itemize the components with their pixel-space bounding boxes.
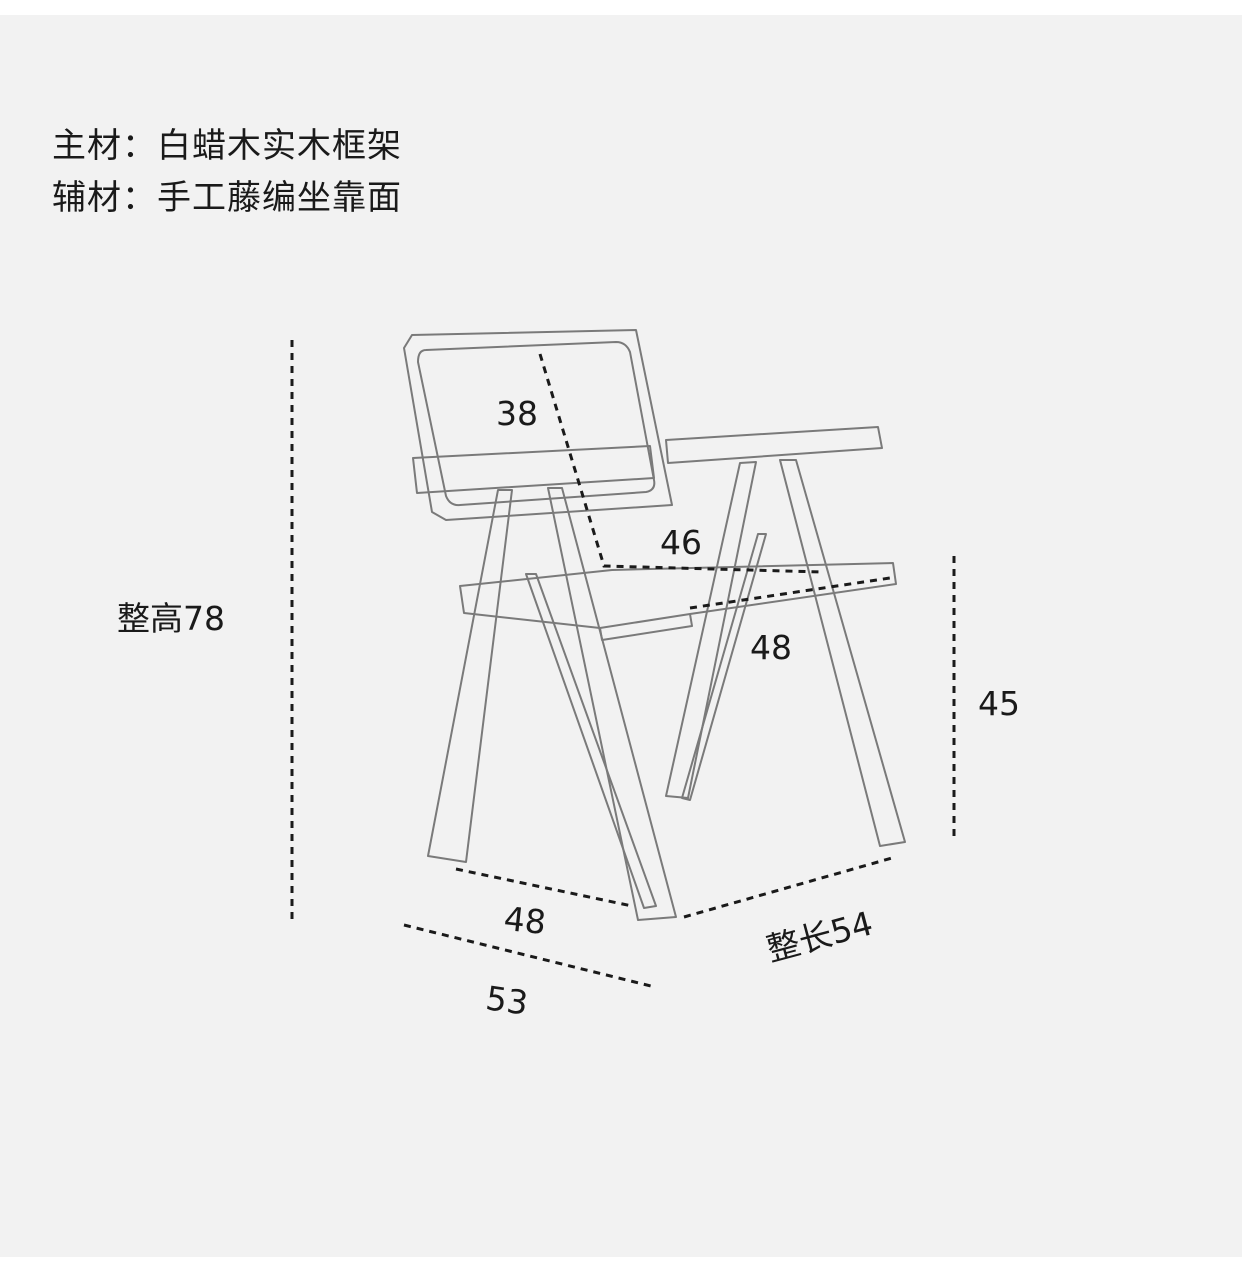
leg-inner-left — [525, 573, 657, 909]
total-length-line — [683, 856, 893, 919]
overall-depth-label: 53 — [483, 978, 530, 1022]
aux-material-text: 辅材：手工藤编坐靠面 — [52, 178, 402, 218]
seat-depth-line — [689, 576, 891, 610]
backrest-label: 38 — [496, 394, 538, 433]
seat-height-label: 45 — [978, 684, 1020, 723]
chair-outline — [403, 329, 906, 921]
total-length-label: 整长54 — [762, 903, 876, 969]
main-material-text: 主材：白蜡木实木框架 — [52, 126, 402, 166]
seat-edge — [599, 613, 693, 641]
leg-inner-right — [681, 533, 767, 801]
leg-front-left — [547, 487, 677, 921]
leg-back-left — [427, 489, 513, 863]
overall-depth-line — [403, 923, 656, 989]
background-panel — [0, 15, 1242, 1257]
seat-width-label: 46 — [660, 523, 702, 562]
seat — [459, 562, 897, 629]
leg-back-right — [665, 461, 757, 799]
armrest — [665, 426, 883, 464]
base-depth-label: 48 — [502, 899, 548, 942]
total-height-label: 整高78 — [117, 599, 225, 638]
base-depth-line — [455, 867, 633, 908]
seat-depth-label: 48 — [750, 628, 792, 667]
back-crossbar — [412, 445, 655, 494]
backrest-frame — [403, 329, 673, 521]
backrest-inner — [417, 341, 656, 507]
leg-front-right — [779, 459, 906, 847]
backrest-line — [538, 353, 823, 574]
